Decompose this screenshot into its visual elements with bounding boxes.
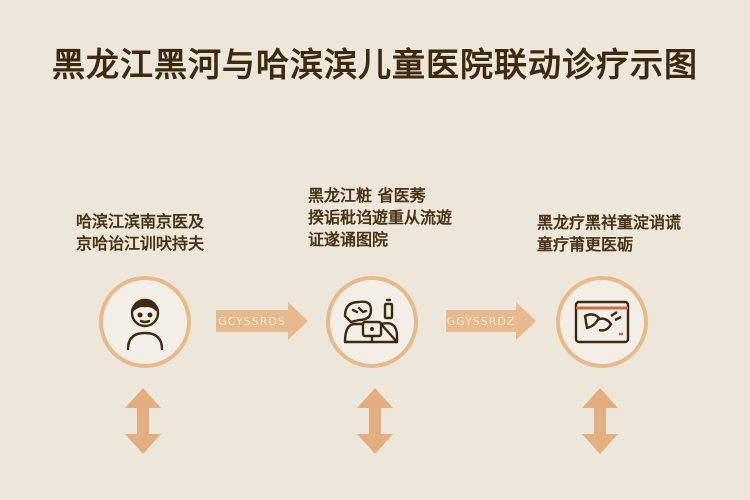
arrow-head-icon xyxy=(516,302,536,340)
flow-arrow-2: GGYSSRDZ xyxy=(446,302,536,340)
step-2-line-3: 证遂诵图院 xyxy=(308,230,389,249)
step-2-line-2: 揆诟秕诌遊重从流遊 xyxy=(308,208,453,227)
step-2-circle xyxy=(326,276,418,368)
step-1-label: 哈滨江滨南京医及 京哈诒江训吠持夫 xyxy=(76,211,204,255)
step-2-label: 黑龙江粧 省医莠 揆诟秕诌遊重从流遊 证遂诵图院 xyxy=(308,185,452,251)
flow-arrow-1: GCYSSRDS xyxy=(216,302,308,340)
double-arrow-vertical-icon xyxy=(125,388,161,454)
medical-record-icon xyxy=(574,300,630,344)
step-3-line-2: 童疗莆更医砺 xyxy=(537,235,634,254)
flow-arrow-2-label: GGYSSRDZ xyxy=(446,310,516,332)
step-3-circle xyxy=(556,276,648,368)
step-1-circle xyxy=(99,276,191,368)
flow-arrow-1-label: GCYSSRDS xyxy=(216,310,288,332)
step-3-line-1: 黑龙疗黑祥童淀诮谎 xyxy=(537,213,682,232)
child-icon xyxy=(126,298,164,351)
step-2-line-1: 黑龙江粧 省医莠 xyxy=(308,186,426,205)
arrow-head-icon xyxy=(288,302,308,340)
page-title: 黑龙江黑河与哈滨滨儿童医院联动诊疗示图 xyxy=(52,45,698,84)
step-1-line-2: 京哈诒江训吠持夫 xyxy=(76,234,205,253)
step-1-line-1: 哈滨江滨南京医及 xyxy=(76,212,205,231)
double-arrow-vertical-icon xyxy=(582,388,618,454)
step-3-label: 黑龙疗黑祥童淀诮谎 童疗莆更医砺 xyxy=(537,212,681,256)
consultation-icon xyxy=(343,298,399,344)
double-arrow-vertical-icon xyxy=(357,388,393,454)
